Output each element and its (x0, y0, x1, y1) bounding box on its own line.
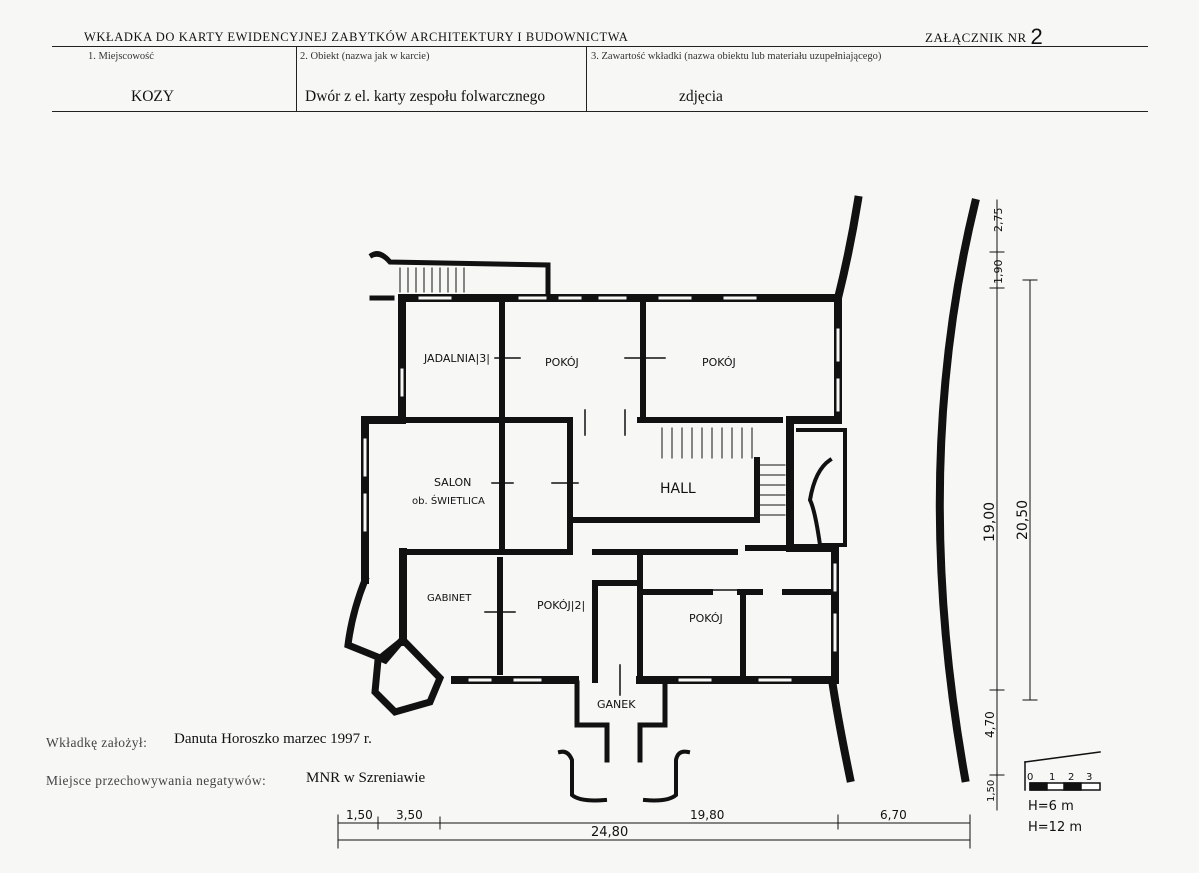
room-label-salon: SALON (434, 476, 471, 489)
dim-150-vertical: 1,50 (986, 780, 997, 802)
scale-tick-2: 2 (1068, 772, 1074, 783)
door-marks (484, 357, 741, 696)
dim-2050: 20,50 (1015, 500, 1031, 540)
scale-bar (1024, 751, 1101, 791)
room-label-ganek: GANEK (597, 698, 636, 711)
dim-2480: 24,80 (591, 825, 628, 840)
scale-h2: H=12 m (1028, 820, 1082, 835)
room-label-hall: HALL (660, 481, 696, 497)
content-value: zdjęcia (679, 88, 723, 105)
room-label-pokoj-1: POKÓJ (545, 356, 579, 369)
header-bottom-rule (52, 111, 1148, 113)
room-label-swietlica: ob. ŚWIETLICA (412, 494, 485, 507)
dim-1980: 19,80 (690, 808, 724, 822)
side-entrance (796, 428, 847, 547)
ganek-walls (574, 680, 668, 763)
storage-label: Miejsce przechowywania negatywów: (46, 773, 267, 788)
locality-label: 1. Miejscowość (88, 51, 154, 62)
window-marks (363, 296, 840, 682)
author-label: Wkładkę założył: (46, 735, 148, 750)
room-label-pokoj-3: POKÓJ|2| (537, 599, 585, 612)
interior-walls (399, 295, 838, 683)
room-label-pokoj-4: POKÓJ (689, 612, 723, 625)
content-label: 3. Zawartość wkładki (nazwa obiektu lub … (591, 51, 882, 62)
stair-treads (399, 267, 786, 516)
object-value: Dwór z el. karty zespołu folwarcznego (305, 88, 546, 105)
dimension-lines (337, 199, 1038, 849)
dim-150: 1,50 (346, 808, 373, 822)
dim-670: 6,70 (880, 808, 907, 822)
document-title: WKŁADKA DO KARTY EWIDENCYJNEJ ZABYTKÓW A… (84, 30, 629, 44)
storage-value: MNR w Szreniawie (306, 770, 426, 786)
garden-wall-north (833, 195, 863, 303)
room-label-gabinet: GABINET (427, 593, 472, 604)
front-steps-walls (557, 749, 691, 803)
locality-value: KOZY (131, 88, 175, 105)
dim-1900: 19,00 (982, 502, 998, 542)
garden-wall-south (827, 675, 855, 783)
column-divider-1 (296, 46, 298, 112)
object-label: 2. Obiekt (nazwa jak w karcie) (300, 51, 430, 62)
dim-190: 1,90 (992, 260, 1005, 285)
scale-tick-1: 1 (1049, 772, 1055, 783)
scale-tick-0: 0 (1027, 772, 1033, 783)
curved-boundary (935, 198, 980, 783)
bay-window (371, 635, 445, 716)
annex-label: ZAŁĄCZNIK NR 2 (925, 24, 1043, 50)
author-value: Danuta Horoszko marzec 1997 r. (174, 731, 372, 747)
scale-tick-3: 3 (1086, 772, 1092, 783)
dim-350: 3,50 (396, 808, 423, 822)
annex-number: 2 (1030, 24, 1044, 49)
room-label-pokoj-2: POKÓJ (702, 356, 736, 369)
column-divider-2 (586, 46, 588, 112)
room-label-jadalnia: JADALNIA|3| (423, 352, 490, 365)
header-top-rule (52, 46, 1148, 48)
dim-275: 2,75 (992, 208, 1005, 233)
scale-h1: H=6 m (1028, 799, 1074, 814)
corner-stair-wall (344, 575, 407, 665)
dim-470: 4,70 (983, 711, 997, 738)
entry-stair-walls (368, 251, 551, 301)
annex-label-text: ZAŁĄCZNIK NR (925, 30, 1027, 45)
